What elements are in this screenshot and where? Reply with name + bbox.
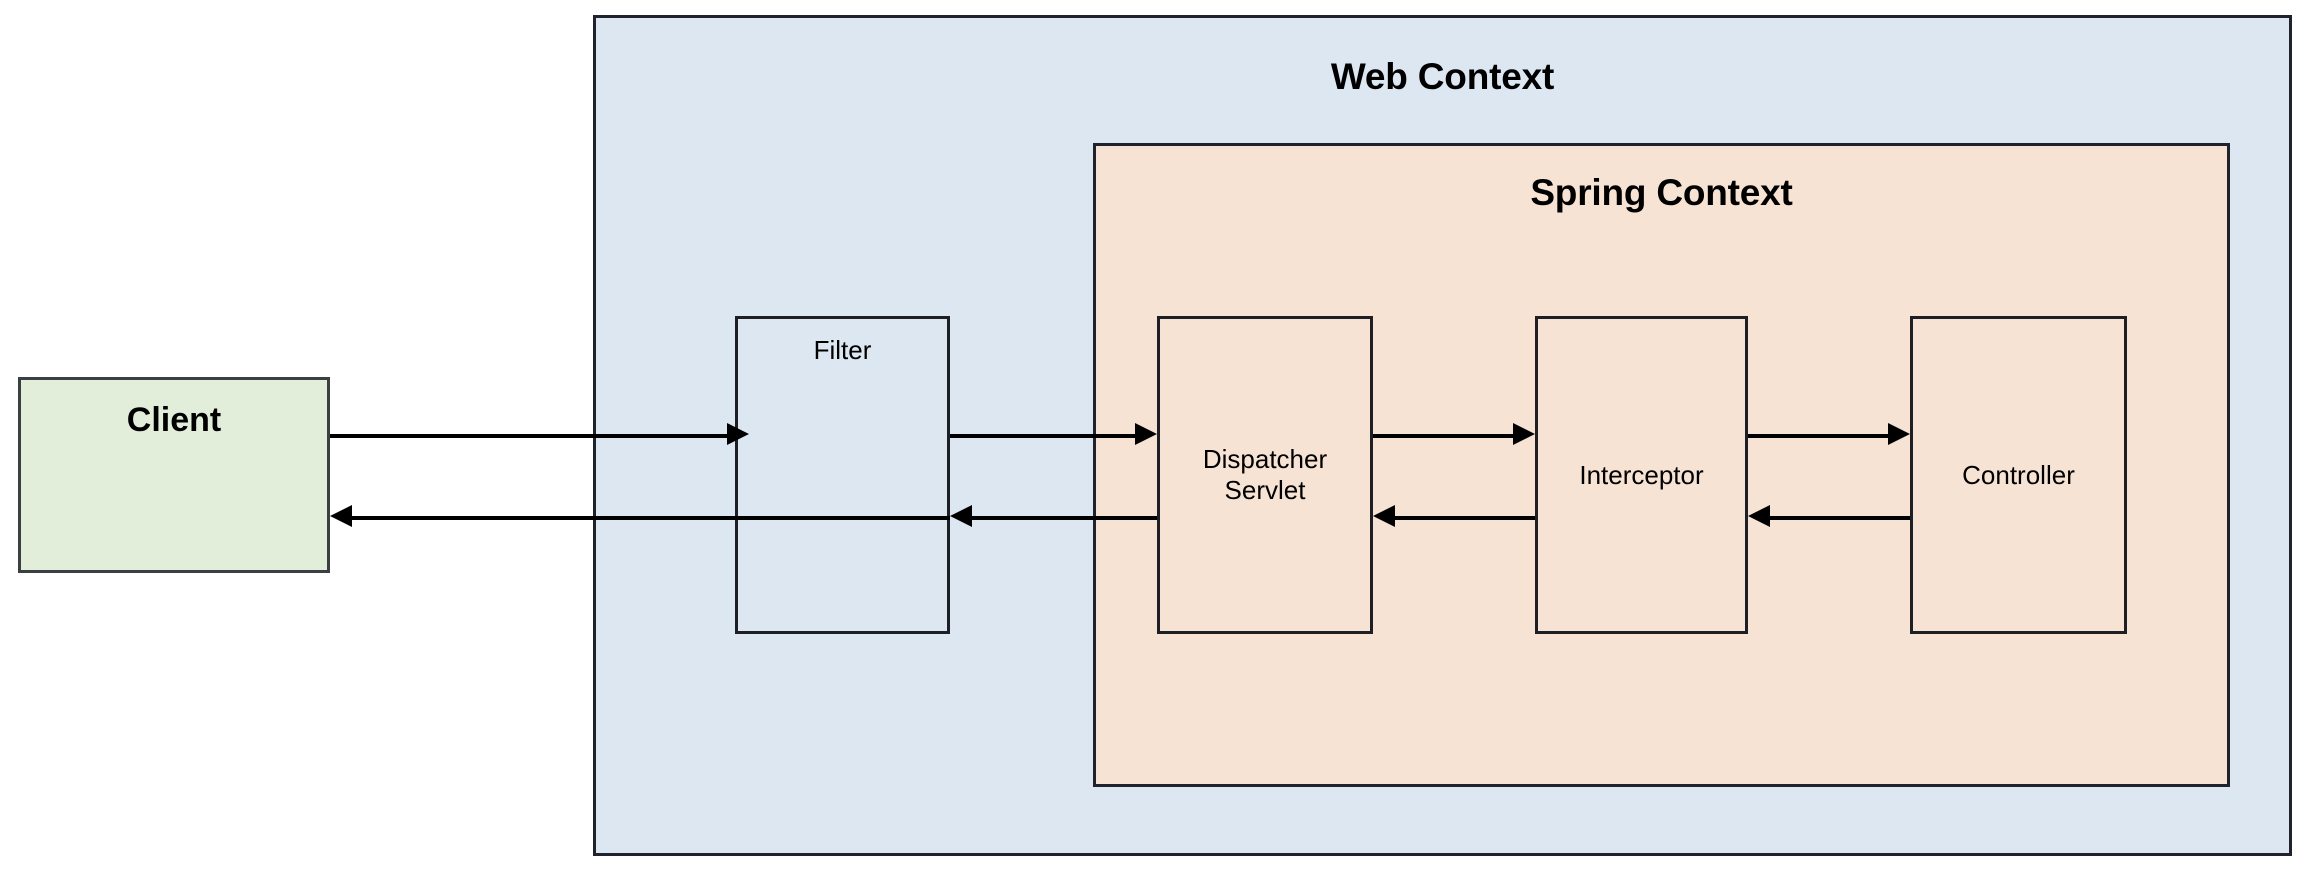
arrowhead-dispatcher-servlet-to-interceptor-icon (1513, 423, 1535, 445)
node-dispatcher-servlet-label: Dispatcher Servlet (1202, 444, 1328, 505)
node-filter-label: Filter (813, 335, 872, 365)
connector-interceptor-to-controller (1748, 434, 1888, 438)
node-controller-label: Controller (1962, 459, 2075, 490)
arrowhead-filter-to-dispatcher-servlet-icon (1135, 423, 1157, 445)
connector-controller-to-interceptor (1770, 516, 1910, 520)
arrowhead-controller-to-interceptor-icon (1748, 505, 1770, 527)
node-client[interactable]: Client (18, 377, 330, 573)
arrowhead-interceptor-to-dispatcher-servlet-icon (1373, 505, 1395, 527)
connector-interceptor-to-dispatcher-servlet (1395, 516, 1535, 520)
node-controller[interactable]: Controller (1910, 316, 2127, 634)
arrowhead-filter-to-client-icon (330, 505, 352, 527)
connector-filter-to-client (352, 516, 950, 520)
arrowhead-dispatcher-servlet-to-filter-icon (950, 505, 972, 527)
node-client-label: Client (126, 401, 222, 439)
arrowhead-client-to-filter-icon (727, 423, 749, 445)
node-interceptor[interactable]: Interceptor (1535, 316, 1748, 634)
spring-context-title: Spring Context (1530, 172, 1793, 213)
connector-filter-to-dispatcher-servlet (950, 434, 1135, 438)
arrowhead-interceptor-to-controller-icon (1888, 423, 1910, 445)
web-context-title: Web Context (1330, 56, 1555, 97)
connector-dispatcher-servlet-to-interceptor (1373, 434, 1513, 438)
node-dispatcher-servlet[interactable]: Dispatcher Servlet (1157, 316, 1373, 634)
node-interceptor-label: Interceptor (1579, 459, 1704, 490)
connector-dispatcher-servlet-to-filter (972, 516, 1157, 520)
node-filter[interactable]: Filter (735, 316, 950, 634)
connector-client-to-filter (330, 434, 727, 438)
